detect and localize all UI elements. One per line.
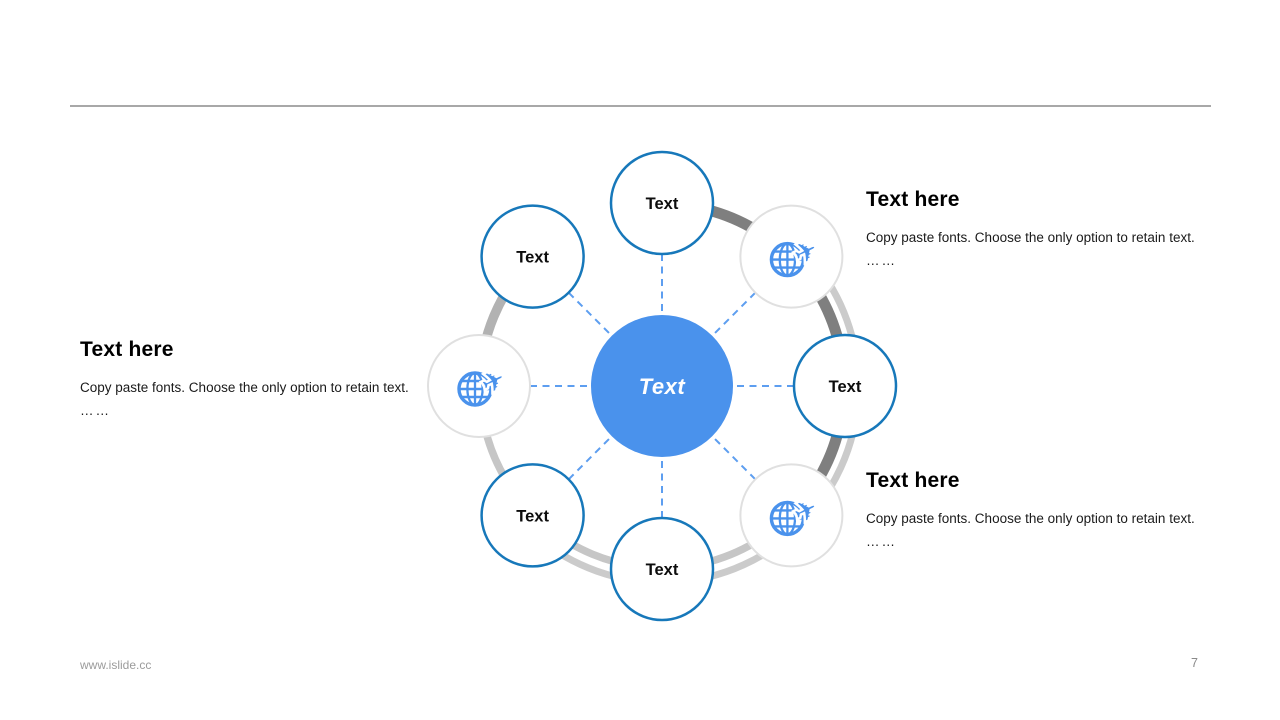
text-block-ellipsis: …… <box>866 253 897 268</box>
node-label: Text <box>516 507 549 525</box>
node-label: Text <box>646 195 679 213</box>
node-label: Text <box>646 561 679 579</box>
divider-line <box>70 105 1211 107</box>
text-block-ellipsis: …… <box>80 403 111 418</box>
center-label: Text <box>639 374 687 399</box>
node-circle-bottom-right <box>739 463 844 568</box>
node-circle-top-right <box>739 204 844 309</box>
node-label: Text <box>516 249 549 267</box>
text-block-heading: Text here <box>80 338 174 361</box>
text-block-body: Copy paste fonts. Choose the only option… <box>80 380 409 395</box>
center-node: Text <box>591 315 733 457</box>
text-block-bottom-right: Text here Copy paste fonts. Choose the o… <box>866 469 1206 552</box>
page-number: 7 <box>1191 656 1198 670</box>
center-circle <box>591 315 733 457</box>
ring-arc-light-segment <box>476 385 794 572</box>
node-circle-right: Text <box>792 333 898 439</box>
hub-spoke-diagram: ✈ Text Text <box>427 150 898 622</box>
node-circle-top-left: Text <box>480 204 585 309</box>
text-block-body: Copy paste fonts. Choose the only option… <box>866 230 1195 245</box>
node-circle-bottom-left: Text <box>480 463 585 568</box>
text-block-heading: Text here <box>866 469 960 492</box>
ring-arc-dark-segment <box>661 198 850 519</box>
node-label: Text <box>829 378 862 396</box>
footer-url: www.islide.cc <box>80 658 152 672</box>
node-circle-top: Text <box>609 150 715 256</box>
node-circle-bottom: Text <box>609 516 715 622</box>
text-block-body: Copy paste fonts. Choose the only option… <box>866 511 1195 526</box>
node-circle-left <box>427 334 531 438</box>
text-block-heading: Text here <box>866 188 960 211</box>
text-block-top-right: Text here Copy paste fonts. Choose the o… <box>866 188 1206 271</box>
text-block-left: Text here Copy paste fonts. Choose the o… <box>80 338 420 421</box>
text-block-ellipsis: …… <box>866 534 897 549</box>
